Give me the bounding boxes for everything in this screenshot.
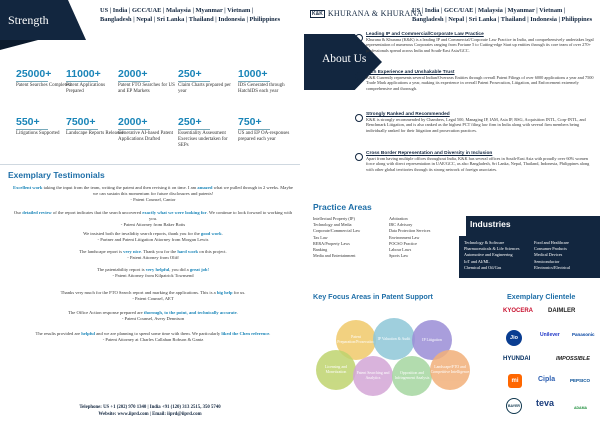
stat-claim-charts: 250+Claim Charts prepared per year — [178, 68, 231, 94]
left-locations: US | India | GCC/UAE | Malaysia | Myanma… — [100, 7, 281, 23]
stat-patent-searches: 25000+Patent Searches Completed — [16, 68, 71, 88]
testimonial-4: The landscape report is very nice. Thank… — [79, 249, 227, 260]
logo-xiaomi: mi — [508, 374, 522, 388]
logo-jio: Jio — [506, 330, 522, 346]
stat-genai: 2000+Generative AI-based Patent Applicat… — [118, 116, 173, 142]
testimonial-7: The Office Action response prepared are … — [68, 310, 238, 321]
stat-litigations: 550+Litigations Supported — [16, 116, 60, 136]
strength-tab-shadow — [0, 40, 38, 50]
industries-panel — [459, 236, 600, 278]
focus-circle-searching: Patent Searching and Analytics — [353, 356, 393, 396]
focus-title: Key Focus Areas in Patent Support — [313, 292, 433, 301]
brand-name: KHURANA & KHURANA — [327, 9, 423, 18]
logo-teva: teva — [536, 398, 555, 408]
brand-mark-icon: K&K — [310, 9, 325, 18]
logo-daimler: DAIMLER — [548, 308, 576, 314]
about-item-leading: Leading IP and Commercial/Corporate Law … — [366, 32, 594, 53]
testimonial-8: The results provided are helpful and we … — [35, 331, 271, 342]
about-item-crossborder: Cross Border Representation and Diversit… — [366, 151, 590, 172]
focus-circle-opposition: Opposition and Infringement Analysis — [392, 356, 432, 396]
clientele-title: Exemplary Clientele — [507, 292, 576, 301]
focus-circle-landscape: Landscape/FTO and Competitive Intelligen… — [430, 350, 470, 390]
stat-oa-responses: 750+US and EP OA-responses prepared each… — [238, 116, 290, 142]
industries-title: Industries — [466, 216, 600, 236]
testimonials-divider — [0, 164, 300, 165]
focus-circle-valuation: IP Valuation & Audit — [373, 318, 415, 360]
globe-icon — [355, 153, 363, 161]
logo-panasonic: Panasonic — [572, 332, 595, 337]
testimonial-6: Thanks very much for the FTO Search repo… — [60, 290, 246, 301]
logo-pepsico: PEPSICO — [570, 378, 591, 383]
logo-adama: ADAMA — [574, 406, 588, 410]
logo-cipla: Cipla — [538, 376, 556, 383]
logo-impossible: IMPOSSIBLE — [556, 356, 590, 362]
focus-circle-litigation: IP Litigation — [412, 320, 452, 360]
practice-list-1: Intellectual Property (IP)Technology and… — [313, 216, 361, 259]
focus-circle-licensing: Licensing and Monetization — [316, 350, 356, 390]
testimonial-1: Excellent work taking the input from the… — [13, 185, 293, 202]
strength-title: Strength — [8, 12, 49, 27]
stat-patent-applications: 11000+Patent Applications Prepared — [66, 68, 106, 94]
logo-unilever: Unilever — [540, 332, 560, 338]
brand-logo: K&K KHURANA & KHURANA — [310, 9, 423, 18]
practice-title: Practice Areas — [313, 202, 372, 212]
stat-seps: 250+Essentiality Assessment Exercises un… — [178, 116, 228, 148]
handshake-icon — [355, 72, 363, 80]
right-locations: US | India | GCC/UAE | Malaysia | Myanma… — [412, 7, 593, 23]
logo-hyundai: HYUNDAI — [503, 356, 531, 362]
testimonial-3: We insisted both the invalidity search r… — [83, 231, 223, 242]
testimonial-5: The patentability report is very helpful… — [96, 267, 210, 278]
trophy-icon — [355, 34, 363, 42]
logo-kyocera: KYOCERA — [503, 308, 534, 314]
strength-tab: Strength — [0, 0, 68, 40]
stat-fto-searches: 2000+Patent FTO Searches for US and EP M… — [118, 68, 175, 94]
contact-block: Telephone: US +1 (202) 970 1340 | India … — [79, 405, 221, 417]
logo-bayer: BAYER — [506, 398, 522, 414]
stat-ids: 1000+IDS Generated through HatchIDS each… — [238, 68, 285, 94]
about-title: About Us — [322, 53, 367, 65]
testimonial-2: Our detailed review of the report indica… — [13, 210, 293, 227]
medal-icon — [355, 114, 363, 122]
strength-tab-tip — [68, 0, 86, 40]
stat-landscape: 7500+Landscape Reports Released — [66, 116, 124, 136]
testimonials-title: Exemplary Testimonials — [8, 170, 105, 180]
